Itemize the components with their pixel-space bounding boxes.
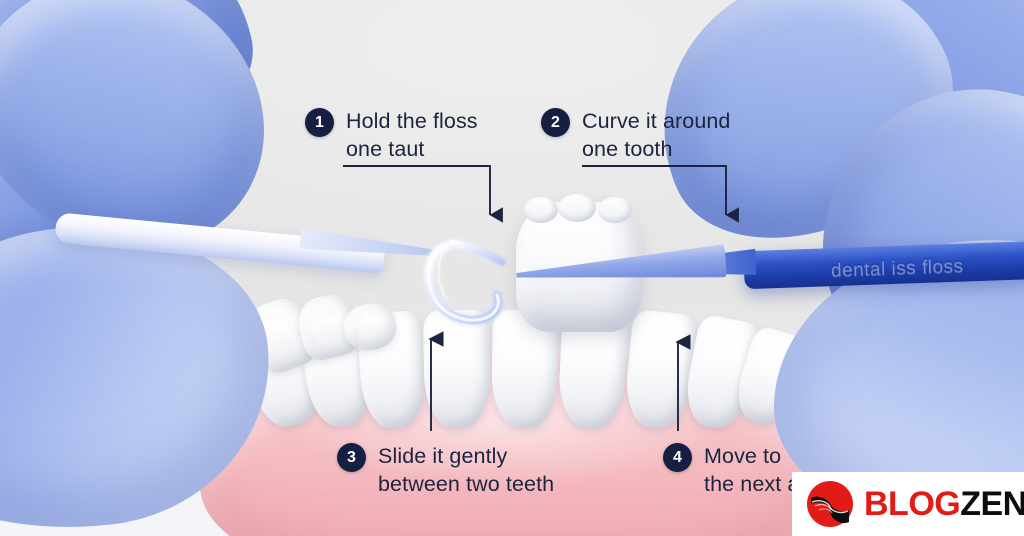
right-gloved-hand (614, 0, 1024, 536)
step-badge-4: 4 (663, 443, 692, 472)
logo-word-zen: ZEN (960, 485, 1024, 523)
step-badge-3: 3 (337, 443, 366, 472)
molar-cusp (524, 197, 558, 223)
logo-wordmark: BLOGZEN (864, 487, 1024, 521)
logo-word-blog: BLOG (864, 485, 961, 523)
blogzen-logo[interactable]: BLOGZEN (792, 472, 1024, 536)
tooth (422, 309, 492, 429)
step-badge-1: 1 (305, 108, 334, 137)
step-text-3: Slide it gently between two teeth (378, 444, 555, 496)
product-emboss-label: dental iss floss (831, 255, 965, 282)
callout-step-3: 3 Slide it gently between two teeth (337, 443, 554, 498)
molar-cusp (558, 194, 596, 222)
step-text-2: Curve it around one tooth (582, 109, 731, 161)
callout-step-2: 2 Curve it around one tooth (541, 108, 731, 163)
left-gloved-hand (0, 0, 350, 536)
step-text-1: Hold the floss one taut (346, 109, 478, 161)
callout-step-1: 1 Hold the floss one taut (305, 108, 478, 163)
swoosh-circle-icon (806, 480, 854, 528)
step-badge-2: 2 (541, 108, 570, 137)
